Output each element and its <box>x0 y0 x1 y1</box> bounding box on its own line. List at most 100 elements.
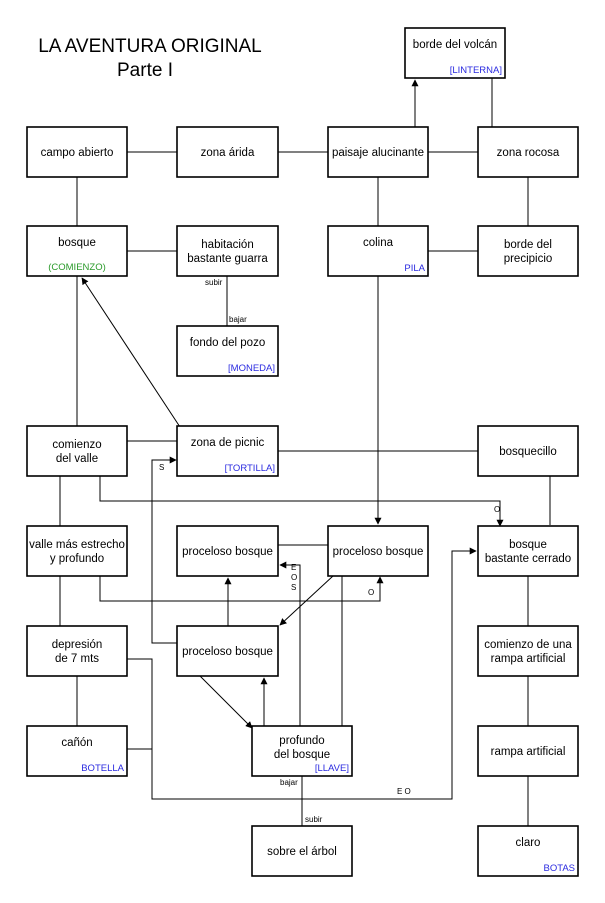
edge-label-subir-arbol: subir <box>305 815 323 824</box>
room-box <box>477 126 579 178</box>
room-label: profundo <box>279 735 324 747</box>
edge-profundo-proceloso1 <box>279 561 301 727</box>
room-box <box>26 625 128 677</box>
room-item: PILA <box>404 263 425 274</box>
edge-picnic-bosque <box>81 277 181 428</box>
room-label: depresión <box>52 639 103 651</box>
room-item: BOTELLA <box>81 763 124 774</box>
edge-valle-cerrado <box>99 476 504 527</box>
room-label: zona de picnic <box>191 437 265 449</box>
room-box <box>327 126 429 178</box>
room-label: rampa artificial <box>491 653 566 665</box>
room-proceloso1: proceloso bosque <box>176 525 279 577</box>
start-marker: (COMIENZO) <box>48 262 106 273</box>
room-box <box>26 725 128 777</box>
edge-label-o-bosque: O <box>494 505 500 514</box>
room-label: proceloso bosque <box>333 546 424 558</box>
room-box <box>26 525 128 577</box>
room-label: proceloso bosque <box>182 646 273 658</box>
edge-label-eos-letter: S <box>291 583 296 592</box>
room-item: [TORTILLA] <box>225 463 275 474</box>
room-label: bastante cerrado <box>485 553 571 565</box>
room-borde-volcan: borde del volcán [LINTERNA] <box>404 27 506 79</box>
edge-label-subir: subir <box>205 278 223 287</box>
room-item: [MONEDA] <box>228 363 275 374</box>
room-box <box>26 425 128 477</box>
room-fondo-pozo: fondo del pozo[MONEDA] <box>176 325 279 377</box>
room-label: paisaje alucinante <box>332 147 424 159</box>
room-rampa: rampa artificial <box>477 725 579 777</box>
room-borde-precipicio: borde del precipicio <box>477 225 579 277</box>
room-box <box>477 825 579 877</box>
room-label: proceloso bosque <box>182 546 273 558</box>
room-depresion: depresión de 7 mts <box>26 625 128 677</box>
room-box <box>477 725 579 777</box>
room-box <box>176 126 279 178</box>
room-label: rampa artificial <box>491 746 566 758</box>
edge-proceloso3-picnic <box>151 456 177 644</box>
room-proceloso2: proceloso bosque <box>327 525 429 577</box>
map-title: LA AVENTURA ORIGINAL <box>38 36 262 57</box>
room-box <box>477 625 579 677</box>
room-habitacion: habitación bastante guarra <box>176 225 279 277</box>
room-arbol: sobre el árbol <box>251 825 353 877</box>
room-zona-picnic: zona de picnic [TORTILLA] <box>176 425 279 477</box>
room-label: precipicio <box>504 253 553 265</box>
room-proceloso3: proceloso bosque <box>176 625 279 677</box>
room-bosque: bosque (COMIENZO) <box>26 225 128 277</box>
room-label: comienzo de una <box>484 639 572 651</box>
room-label: del bosque <box>274 749 330 761</box>
map-subtitle: Parte I <box>117 60 173 81</box>
room-bosque-cerrado: bosque bastante cerrado <box>477 525 579 577</box>
room-box <box>176 425 279 477</box>
room-campo-abierto: campo abierto <box>26 126 128 178</box>
room-bosquecillo: bosquecillo <box>477 425 579 477</box>
room-box <box>176 325 279 377</box>
room-label: zona árida <box>201 147 255 159</box>
room-box <box>477 525 579 577</box>
room-paisaje: paisaje alucinante <box>327 126 429 178</box>
edge-label-e-o: E O <box>397 787 411 796</box>
edges-layer <box>59 78 551 826</box>
room-box <box>404 27 506 79</box>
edge-label-eos-letter: E <box>291 563 296 572</box>
room-box <box>327 225 429 277</box>
room-comienzo-rampa: comienzo de una rampa artificial <box>477 625 579 677</box>
room-zona-rocosa: zona rocosa <box>477 126 579 178</box>
edge-label-bajar-profundo: bajar <box>280 778 298 787</box>
room-label: zona rocosa <box>497 147 560 159</box>
room-box <box>26 225 128 277</box>
room-label: borde del <box>504 239 552 251</box>
edge-estrecho-proceloso2 <box>99 576 384 602</box>
room-box <box>176 525 279 577</box>
room-box <box>477 225 579 277</box>
room-label: de 7 mts <box>55 653 99 665</box>
edge-proceloso3-profundo <box>199 675 253 729</box>
edge-label-s: S <box>159 463 164 472</box>
room-box <box>327 525 429 577</box>
room-item: [LINTERNA] <box>450 65 502 76</box>
room-label: y profundo <box>50 553 104 565</box>
edge-label-eos-letter: O <box>291 573 297 582</box>
room-item: [LLAVE] <box>315 763 349 774</box>
room-label: bosquecillo <box>499 446 557 458</box>
room-label: campo abierto <box>41 147 114 159</box>
room-label: cañón <box>61 737 92 749</box>
room-label: colina <box>363 237 394 249</box>
room-label: bosque <box>509 539 547 551</box>
room-label: habitación <box>201 239 253 251</box>
room-box <box>251 725 353 777</box>
room-label: bosque <box>58 237 96 249</box>
edge-label-o-proceloso: O <box>368 588 374 597</box>
room-label: del valle <box>56 453 98 465</box>
nodes-layer: borde del volcán [LINTERNA] campo abierto z… <box>26 27 579 877</box>
room-label: bastante guarra <box>187 253 268 265</box>
room-profundo: profundo del bosque [LLAVE] <box>251 725 353 777</box>
room-label: borde del volcán <box>413 39 497 51</box>
